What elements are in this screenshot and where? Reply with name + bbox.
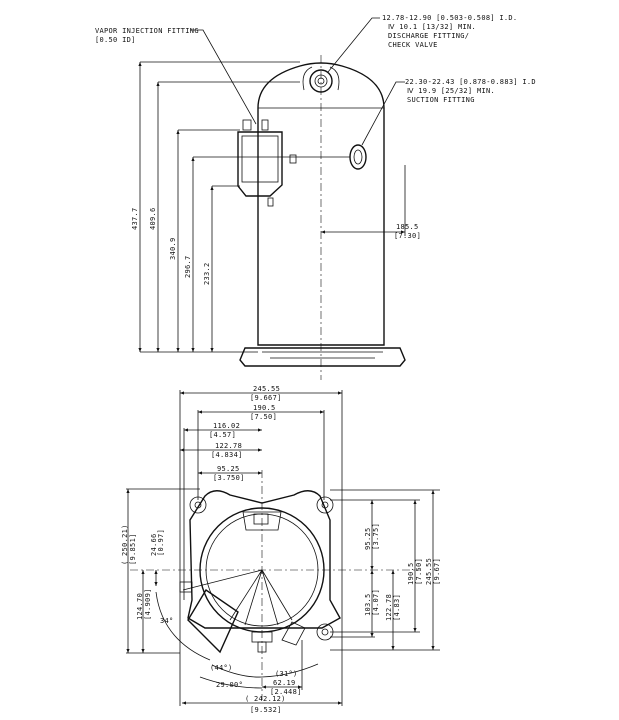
left-dimensions: ( 250.21) [9.851] 24.66 [0.97] 124.70 [4… — [121, 488, 200, 654]
height-dimensions: 437.7 409.6 340.9 296.7 233.2 — [131, 61, 350, 353]
dim-9-532: [9.532] — [250, 706, 282, 714]
dim-7-50: [7.50] — [250, 413, 277, 421]
height-296-7: 296.7 — [184, 255, 192, 278]
dim-4-57: [4.57] — [209, 431, 236, 439]
bottom-view: 245.55 [9.667] 190.5 [7.50] 116.02 [4.57… — [121, 385, 441, 714]
suction-min: Ⅳ 19.9 [25/32] MIN. — [407, 87, 495, 95]
dim-250-21: ( 250.21) — [121, 524, 129, 565]
vapor-injection-fitting — [242, 119, 252, 131]
dim-245-55: 245.55 — [253, 385, 280, 393]
dim-2-448: [2.448] — [270, 688, 302, 696]
angle-31: (31°) — [275, 670, 298, 678]
base-plate — [187, 490, 341, 629]
discharge-callout: 12.78-12.90 [0.503-0.508] I.D. Ⅳ 10.1 [1… — [327, 14, 517, 73]
vapor-injection-size: [0.50 ID] — [95, 36, 136, 44]
vapor-injection-label: VAPOR INJECTION FITTING — [95, 27, 199, 35]
discharge-fitting — [309, 69, 333, 93]
dim-124-70: 124.70 — [136, 593, 144, 620]
height-409-6: 409.6 — [149, 207, 157, 230]
dim-4-909: [4.909] — [144, 588, 152, 620]
suction-id: 22.30-22.43 [0.878-0.883] I.D — [405, 78, 536, 86]
dim-4-83: [4.83] — [393, 594, 401, 621]
side-view: 437.7 409.6 340.9 296.7 233.2 185.5 [7.3… — [95, 14, 536, 380]
dim-9-851: [9.851] — [129, 533, 137, 565]
dim-r-7-50: [7.50] — [415, 558, 423, 585]
suction-callout: 22.30-22.43 [0.878-0.883] I.D Ⅳ 19.9 [25… — [361, 78, 536, 146]
terminal-box — [237, 131, 283, 197]
dim-190-5: 190.5 — [253, 404, 276, 412]
angle-44: (44°) — [210, 664, 233, 672]
angle-34: 34° — [160, 617, 174, 625]
dim-24-66: 24.66 — [150, 533, 158, 556]
discharge-label: DISCHARGE FITTING/ — [388, 32, 469, 40]
dim-116-02: 116.02 — [213, 422, 240, 430]
height-437-7: 437.7 — [131, 207, 139, 230]
dim-4-07: [4.07] — [372, 589, 380, 616]
suction-offset-in: [7.30] — [394, 232, 421, 240]
angle-29: 29.00° — [216, 681, 243, 689]
bottom-dimensions: 62.19 [2.448] ( 242.12) [9.532] — [182, 640, 343, 714]
dim-r-3-75: [3.75] — [372, 523, 380, 550]
dim-r-9-67: [9.67] — [433, 558, 441, 585]
dim-242-12: ( 242.12) — [245, 695, 286, 703]
dim-103-5: 103.5 — [364, 593, 372, 616]
check-valve-label: CHECK VALVE — [388, 41, 438, 49]
terminal-box-bottom — [187, 589, 239, 654]
height-340-9: 340.9 — [169, 237, 177, 260]
dim-95-25: 95.25 — [217, 465, 240, 473]
suction-fitting — [349, 144, 367, 170]
dim-62-19: 62.19 — [273, 679, 296, 687]
suction-label: SUCTION FITTING — [407, 96, 475, 104]
suction-offset: 185.5 — [396, 223, 419, 231]
dim-r-122-78: 122.78 — [385, 594, 393, 621]
height-233-2: 233.2 — [203, 262, 211, 285]
discharge-id: 12.78-12.90 [0.503-0.508] I.D. — [382, 14, 517, 22]
dim-3-750: [3.750] — [213, 474, 245, 482]
dim-r-245-55: 245.55 — [425, 558, 433, 585]
dim-122-78: 122.78 — [215, 442, 242, 450]
right-dimensions: 95.25 [3.75] 103.5 [4.07] 122.78 [4.83] … — [330, 489, 441, 651]
discharge-min: Ⅳ 10.1 [13/32] MIN. — [388, 23, 476, 31]
dim-4-834: [4.834] — [211, 451, 243, 459]
dim-9-667: [9.667] — [250, 394, 282, 402]
dim-0-97: [0.97] — [157, 529, 165, 556]
dim-r-190-5: 190.5 — [407, 562, 415, 585]
mounting-base — [239, 347, 406, 367]
compressor-shell — [257, 62, 385, 346]
dim-r-95-25: 95.25 — [364, 527, 372, 550]
